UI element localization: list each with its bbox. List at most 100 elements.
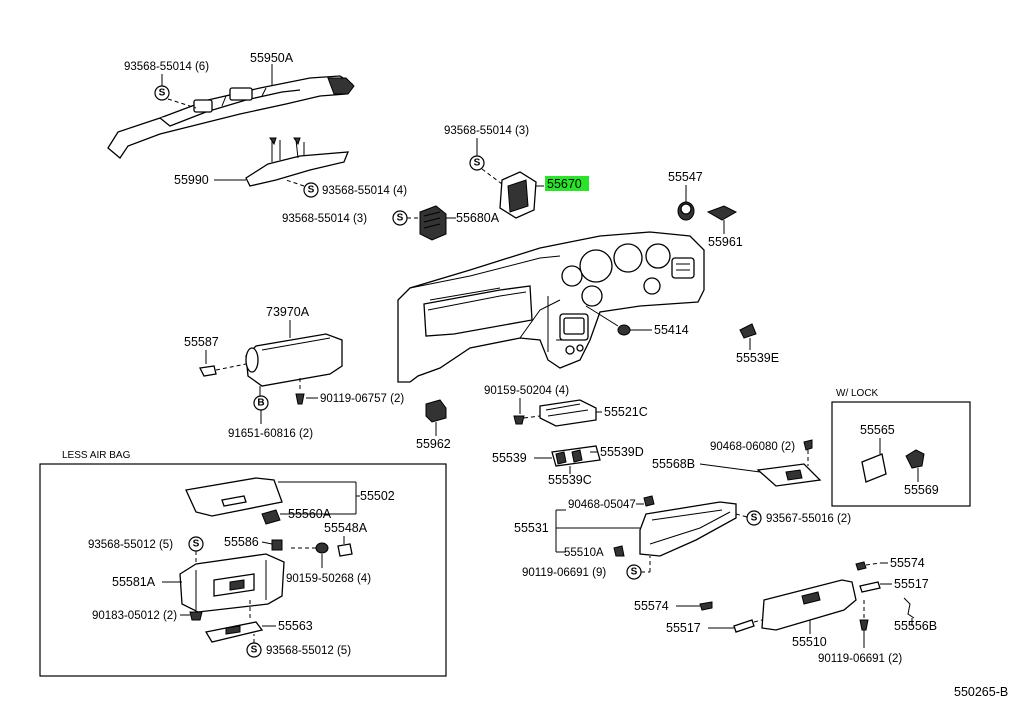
label-90119-06691-2: 90119-06691 (2) (818, 653, 902, 665)
w-lock-box (831, 401, 971, 507)
label-90468-05047: 90468-05047 (568, 499, 636, 511)
label-55539: 55539 (492, 451, 527, 465)
striker-55563-part (204, 621, 264, 643)
label-55510: 55510 (792, 635, 827, 649)
label-55502: 55502 (360, 489, 395, 503)
label-93568-55014-6: 93568-55014 (6) (124, 61, 209, 73)
s-symbol: S (308, 185, 315, 196)
label-93568-55014-3b: 93568-55014 (3) (444, 125, 529, 137)
clip-55574-part (855, 561, 867, 571)
knob-55414-part (617, 324, 631, 336)
label-55568B: 55568B (652, 457, 695, 471)
label-90119-06757: 90119-06757 (2) (320, 393, 404, 405)
lock-55569-part (905, 449, 925, 469)
less-air-bag-heading: LESS AIR BAG (62, 450, 131, 461)
s-symbol: S (751, 513, 758, 524)
label-90468-06080: 90468-06080 (2) (710, 441, 795, 453)
bracket-55539-part (551, 445, 601, 467)
label-90159-50204: 90159-50204 (4) (484, 385, 569, 397)
bolt-icon (295, 393, 305, 405)
label-55560A: 55560A (288, 507, 332, 521)
label-55586: 55586 (224, 535, 259, 549)
box-55521C-part (539, 399, 597, 427)
screw-s-icon (469, 155, 485, 171)
stopper-55586-part (271, 539, 283, 551)
label-55574-right: 55574 (890, 556, 925, 570)
label-73970A: 73970A (266, 305, 310, 319)
less-air-bag-box (39, 463, 447, 677)
label-55539C: 55539C (548, 473, 592, 487)
bracket-55962-part (425, 399, 447, 423)
label-55587: 55587 (184, 335, 219, 349)
label-55510A: 55510A (564, 547, 604, 559)
b-symbol: B (257, 398, 264, 409)
clip-55510A (613, 545, 625, 557)
s-symbol: S (397, 213, 404, 224)
airbag-73970A-part (245, 333, 343, 387)
diagram-code: 550265-B (954, 685, 1008, 699)
s-symbol: S (631, 567, 638, 578)
label-55569: 55569 (904, 483, 939, 497)
clip-55574-left-part (699, 601, 713, 611)
screw-90119-06691 (859, 619, 869, 631)
label-93568-55012-5a: 93568-55012 (5) (88, 539, 173, 551)
s-symbol: S (474, 158, 481, 169)
instrument-panel-dashboard (397, 231, 705, 383)
label-91651-60816: 91651-60816 (2) (228, 428, 313, 440)
label-55539D: 55539D (600, 445, 644, 459)
switch-55961-part (706, 205, 738, 221)
screw-s-icon (154, 85, 170, 101)
s-symbol: S (251, 645, 258, 656)
highlight-box (545, 176, 589, 191)
hinge-55517-part (859, 581, 881, 593)
lock-55565-part (861, 453, 887, 483)
label-55563: 55563 (278, 619, 313, 633)
label-90119-06691-9: 90119-06691 (9) (522, 567, 606, 579)
label-90159-50268: 90159-50268 (4) (286, 573, 371, 585)
glove-box-door-55510-part (761, 579, 857, 631)
label-93568-55012-5b: 93568-55012 (5) (266, 645, 351, 657)
latch-55560A-part (261, 509, 281, 525)
plate-55568B-part (756, 463, 822, 487)
label-55547: 55547 (668, 170, 703, 184)
label-55574-left: 55574 (634, 599, 669, 613)
clip-55587-part (199, 365, 217, 377)
defroster-nozzle-part (245, 137, 349, 187)
side-vent-55680A-part (419, 205, 447, 241)
glove-box-frame-55531-part (639, 501, 737, 557)
spring-55556B-part (903, 597, 915, 619)
label-93568-55014-4: 93568-55014 (4) (322, 185, 407, 197)
label-55670: 55670 (547, 177, 582, 191)
clip-icon (803, 439, 813, 451)
nut-90183 (189, 611, 203, 621)
label-55950A: 55950A (250, 51, 294, 65)
w-lock-heading: W/ LOCK (836, 388, 879, 399)
label-55548A: 55548A (324, 521, 368, 535)
center-vent-55670-part (499, 171, 537, 219)
label-55521C: 55521C (604, 405, 648, 419)
screw-s-icon (303, 182, 319, 198)
label-55565: 55565 (860, 423, 895, 437)
label-55962: 55962 (416, 437, 451, 451)
label-93568-55014-3a: 93568-55014 (3) (282, 213, 367, 225)
housing-55581A-part (179, 553, 285, 613)
bumper-55548A-part (337, 543, 353, 557)
label-55581A: 55581A (112, 575, 156, 589)
label-55680A: 55680A (456, 211, 500, 225)
defroster-duct-part (107, 75, 355, 159)
label-55990: 55990 (174, 173, 209, 187)
label-90183-05012: 90183-05012 (2) (92, 610, 177, 622)
screw-s-icon (746, 510, 762, 526)
label-55517-right: 55517 (894, 577, 929, 591)
screw-icon (513, 415, 525, 425)
s-symbol: S (193, 539, 200, 550)
screw-90159-50268 (315, 542, 329, 554)
label-93567-55016: 93567-55016 (2) (766, 513, 851, 525)
clip-90468-05047 (643, 495, 655, 507)
label-55517-left: 55517 (666, 621, 701, 635)
label-55414: 55414 (654, 323, 689, 337)
label-55531: 55531 (514, 521, 549, 535)
label-55556B: 55556B (894, 619, 937, 633)
